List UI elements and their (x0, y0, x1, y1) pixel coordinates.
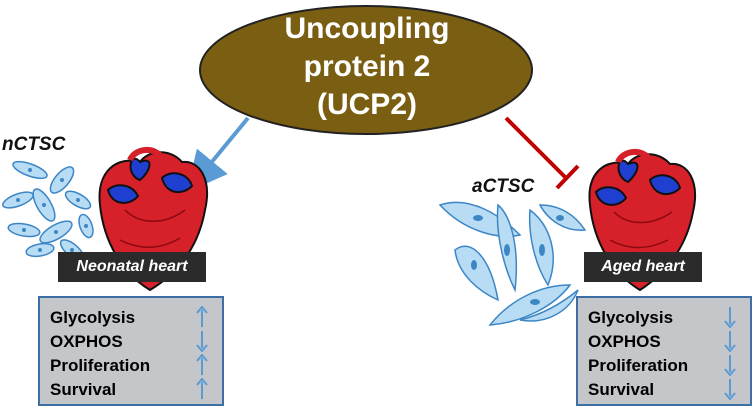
neonatal-metric-row: Proliferation (48, 354, 214, 378)
neonatal-cell-nuclei (16, 168, 88, 252)
arrow-down-icon (724, 355, 736, 376)
neonatal-metric-row: Survival (48, 378, 214, 402)
arrow-down-icon (724, 307, 736, 328)
aged-metric-row: Proliferation (586, 354, 742, 378)
ucp2-title-line-2: protein 2 (303, 50, 431, 83)
neonatal-metric-row: Glycolysis (48, 306, 214, 330)
aged-cell-nuclei (471, 215, 564, 305)
aged-metric-row: Glycolysis (586, 306, 742, 330)
metric-name: Survival (588, 380, 655, 399)
inhibition-bar (555, 164, 580, 190)
aged-metric-row: OXPHOS (586, 330, 742, 354)
metric-name: OXPHOS (50, 332, 123, 351)
neonatal-cell-label: nCTSC (2, 134, 66, 155)
inhibition-arrow (504, 116, 568, 180)
arrow-up-icon (196, 378, 208, 399)
aged-cell-label: aCTSC (472, 176, 535, 197)
neonatal-heart-label: Neonatal heart (58, 252, 206, 282)
arrow-down-icon (196, 331, 208, 352)
aged-cells (438, 201, 587, 326)
ucp2-title-line-3: (UCP2) (316, 88, 417, 121)
metric-name: Proliferation (588, 356, 689, 375)
arrow-up-icon (196, 306, 208, 327)
metric-name: Glycolysis (50, 308, 136, 327)
arrow-down-icon (724, 379, 736, 400)
ucp2-title: Uncoupling protein 2 (UCP2) (212, 10, 522, 124)
ucp2-title-line-1: Uncoupling (284, 12, 450, 45)
metric-name: Glycolysis (588, 308, 674, 327)
aged-heart-label: Aged heart (584, 252, 702, 282)
metric-name: Survival (50, 380, 117, 399)
aged-metrics-box: Glycolysis OXPHOS Proliferation Survival (576, 296, 752, 406)
neonatal-metric-row: OXPHOS (48, 330, 214, 354)
arrow-down-icon (724, 331, 736, 352)
arrow-up-icon (196, 354, 208, 375)
aged-metric-row: Survival (586, 378, 742, 402)
neonatal-cells (2, 160, 94, 261)
metric-name: OXPHOS (588, 332, 661, 351)
metric-name: Proliferation (50, 356, 151, 375)
neonatal-metrics-box: Glycolysis OXPHOS Proliferation Survival (38, 296, 224, 406)
ucp2-ellipse (199, 5, 533, 135)
